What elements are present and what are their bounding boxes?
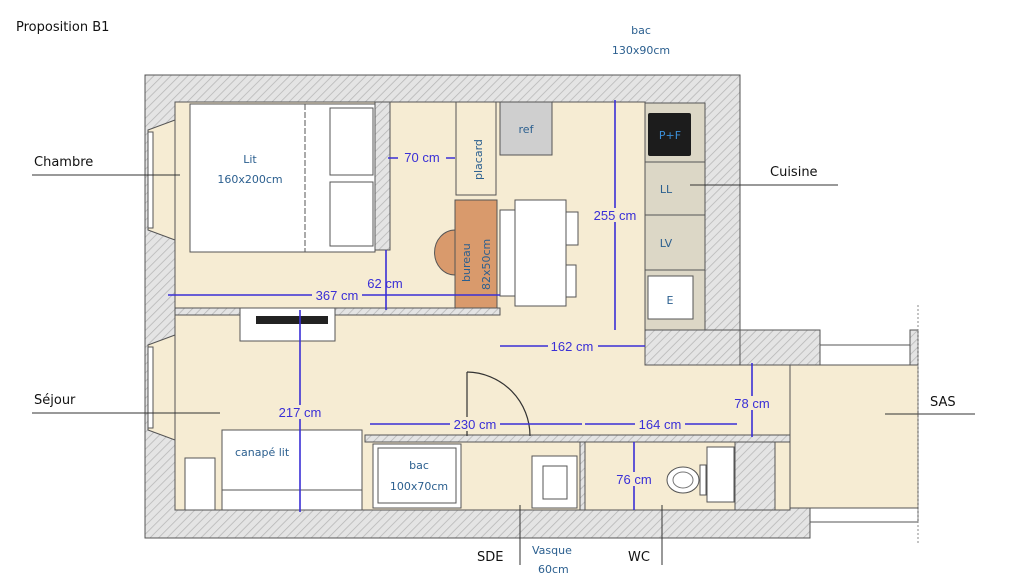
label-cuisine: Cuisine [770,165,818,180]
label-chambre: Chambre [34,155,93,170]
dim-70: 70 cm [404,150,439,165]
window-glass [147,131,154,229]
lit-label: Lit [243,153,257,166]
toilet-tank [699,464,707,496]
bureau-chair [434,229,456,276]
toilet-cistern [706,446,735,503]
sink [647,275,694,320]
placard [455,101,497,196]
wall-kitchen-bottom [644,329,741,366]
fridge [499,101,553,156]
sofa-seat [221,489,363,511]
bac-size: 100x70cm [390,480,448,493]
dim-164: 164 cm [639,417,682,432]
vasque-size: 60cm [538,563,569,576]
dim-78: 78 cm [734,396,769,411]
dim-162: 162 cm [551,339,594,354]
sas-wall [909,329,919,366]
tv-unit [239,307,336,342]
wall-bathroom [364,434,791,443]
ll-label: LL [660,183,673,196]
dining-table [514,199,567,307]
pf-label: P+F [659,129,681,142]
canape-label: canapé lit [235,446,290,459]
vasque-label: Vasque [532,544,572,557]
sas-top-strip [819,344,919,366]
bureau-size: 82x50cm [480,239,493,290]
plan-title: Proposition B1 [16,20,109,35]
dim-76: 76 cm [616,472,651,487]
sas-floor [789,364,919,509]
vasque-basin [542,465,568,500]
wall-lit [374,101,391,251]
dim-217: 217 cm [279,405,322,420]
window-glass [147,346,154,429]
chair [565,264,577,298]
bac-label: bac [409,459,429,472]
bac-top-label: bac [631,24,651,37]
bureau [454,199,498,309]
shower-inner [377,447,457,504]
tv [256,316,328,324]
dim-230: 230 cm [454,417,497,432]
cooktop [648,113,691,156]
placard-label: placard [472,139,485,180]
dim-62: 62 cm [367,276,402,291]
label-wc: WC [628,550,650,565]
chair [565,211,579,246]
toilet-bowl [672,471,694,489]
lv-label: LV [660,237,673,250]
e-label: E [667,294,674,307]
side-table [184,457,216,511]
label-sde: SDE [477,550,503,565]
dim-255: 255 cm [594,208,637,223]
label-sas: SAS [930,395,956,410]
wall-wc [734,441,776,511]
label-sejour: Séjour [34,393,76,408]
ref-label: ref [519,123,535,136]
dim-367: 367 cm [316,288,359,303]
wall-sde-wc [579,441,586,511]
chair [499,209,516,297]
wall-chambre-sejour [174,307,501,316]
bac-top-size: 130x90cm [612,44,670,57]
bureau-label: bureau [460,243,473,282]
pillow [329,107,374,176]
lit-size: 160x200cm [217,173,282,186]
pillow [329,181,374,247]
sas-threshold [809,507,919,523]
